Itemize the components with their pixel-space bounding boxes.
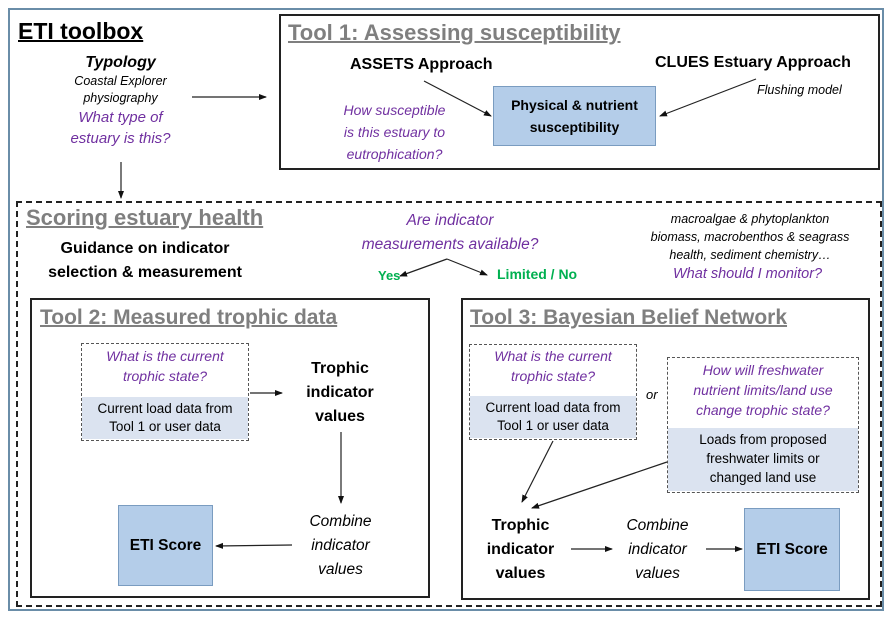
tool3-future-load-line: freshwater limits or: [706, 451, 820, 466]
tool3-current-question: What is the current trophic state?: [470, 345, 636, 396]
tool2-title: Tool 2: Measured trophic data: [40, 306, 338, 329]
typology-subtitle-line: physiography: [83, 91, 158, 105]
susceptibility-question-line: is this estuary to: [343, 124, 446, 140]
tool2-eti-score-label: ETI Score: [129, 536, 202, 554]
tool3-future-load-line: Loads from proposed: [699, 432, 827, 447]
tool3-trophic-indicators: Trophic indicator values: [473, 514, 568, 586]
tool2-load-line: Current load data from: [97, 401, 233, 416]
tool1-title: Tool 1: Assessing susceptibility: [288, 20, 621, 45]
tool3-load-line: Tool 1 or user data: [497, 418, 609, 433]
flushing-model-label: Flushing model: [757, 83, 842, 97]
susceptibility-question-line: How susceptible: [343, 102, 446, 118]
susceptibility-question: How susceptible is this estuary to eutro…: [332, 99, 457, 165]
typology-block: Typology Coastal Explorer physiography W…: [18, 53, 223, 149]
scoring-title: Scoring estuary health: [26, 205, 264, 230]
tool2-load-data: Current load data from Tool 1 or user da…: [82, 397, 248, 439]
tool2-combine-line: indicator: [311, 537, 370, 554]
monitor-question: What should I monitor?: [673, 266, 823, 282]
susceptibility-result-line: susceptibility: [529, 119, 620, 135]
yes-option: Yes: [378, 268, 401, 283]
monitor-line: macroalgae & phytoplankton: [670, 212, 830, 226]
tool3-future-question-line: change trophic state?: [696, 402, 830, 418]
assets-approach-label: ASSETS Approach: [350, 56, 493, 73]
tool3-trophic-line: values: [495, 565, 546, 582]
availability-question-line: Are indicator: [406, 212, 494, 229]
tool3-question-line: What is the current: [494, 348, 612, 364]
tool2-combine: Combine indicator values: [288, 510, 393, 582]
tool2-trophic-line: values: [315, 408, 365, 425]
tool2-trophic-indicators: Trophic indicator values: [285, 357, 395, 429]
tool2-trophic-line: Trophic: [311, 360, 369, 377]
typology-question-line: estuary is this?: [70, 130, 171, 147]
monitor-list: macroalgae & phytoplankton biomass, macr…: [630, 210, 870, 264]
susceptibility-result-box: Physical & nutrient susceptibility: [493, 86, 656, 146]
limited-option: Limited / No: [497, 266, 578, 282]
tool2-trophic-line: indicator: [306, 384, 374, 401]
guidance-line: selection & measurement: [48, 264, 242, 281]
or-label: or: [646, 387, 658, 402]
tool3-future-question-line: How will freshwater: [702, 362, 824, 378]
tool2-current-state-box: What is the current trophic state? Curre…: [81, 343, 249, 441]
tool3-combine: Combine indicator values: [610, 514, 705, 586]
tool3-trophic-line: Trophic: [491, 517, 550, 534]
tool3-question-line: trophic state?: [510, 368, 596, 384]
tool3-future-state-box: How will freshwater nutrient limits/land…: [667, 357, 859, 493]
tool3-current-state-box: What is the current trophic state? Curre…: [469, 344, 637, 440]
tool2-eti-score-box: ETI Score: [118, 505, 213, 586]
guidance-text: Guidance on indicator selection & measur…: [26, 237, 264, 285]
availability-question: Are indicator measurements available?: [330, 209, 570, 257]
typology-question: What type of estuary is this?: [18, 107, 223, 149]
tool2-combine-line: values: [318, 561, 363, 578]
susceptibility-result-line: Physical & nutrient: [511, 97, 638, 113]
tool2-combine-line: Combine: [309, 513, 372, 530]
tool3-trophic-line: indicator: [486, 541, 555, 558]
availability-question-line: measurements available?: [361, 236, 539, 253]
tool3-eti-score-label: ETI Score: [756, 540, 828, 558]
tool3-combine-line: indicator: [628, 541, 687, 558]
tool2-question-line: What is the current: [106, 348, 224, 364]
tool3-eti-score-box: ETI Score: [744, 508, 840, 591]
tool3-title: Tool 3: Bayesian Belief Network: [470, 306, 788, 329]
guidance-line: Guidance on indicator: [60, 240, 230, 257]
typology-heading: Typology: [85, 54, 156, 71]
typology-question-line: What type of: [78, 109, 163, 126]
tool3-future-question: How will freshwater nutrient limits/land…: [668, 358, 858, 428]
monitor-line: health, sediment chemistry…: [669, 248, 831, 262]
tool3-future-load-data: Loads from proposed freshwater limits or…: [668, 428, 858, 491]
typology-subtitle-line: Coastal Explorer: [74, 74, 167, 88]
tool2-load-line: Tool 1 or user data: [109, 419, 221, 434]
typology-subtitle: Coastal Explorer physiography: [18, 73, 223, 107]
tool2-question-line: trophic state?: [122, 368, 208, 384]
tool3-future-question-line: nutrient limits/land use: [693, 382, 833, 398]
monitor-line: biomass, macrobenthos & seagrass: [650, 230, 850, 244]
scoring-panel: [16, 201, 882, 607]
susceptibility-question-line: eutrophication?: [346, 146, 443, 162]
clues-approach-label: CLUES Estuary Approach: [655, 54, 851, 71]
tool3-future-load-line: changed land use: [709, 470, 817, 485]
toolbox-title: ETI toolbox: [18, 18, 144, 44]
outer-frame: [8, 8, 884, 611]
tool2-current-question: What is the current trophic state?: [82, 344, 248, 397]
tool3-combine-line: values: [635, 565, 680, 582]
tool3-combine-line: Combine: [626, 517, 689, 534]
tool3-load-data: Current load data from Tool 1 or user da…: [470, 396, 636, 438]
tool3-load-line: Current load data from: [485, 400, 621, 415]
